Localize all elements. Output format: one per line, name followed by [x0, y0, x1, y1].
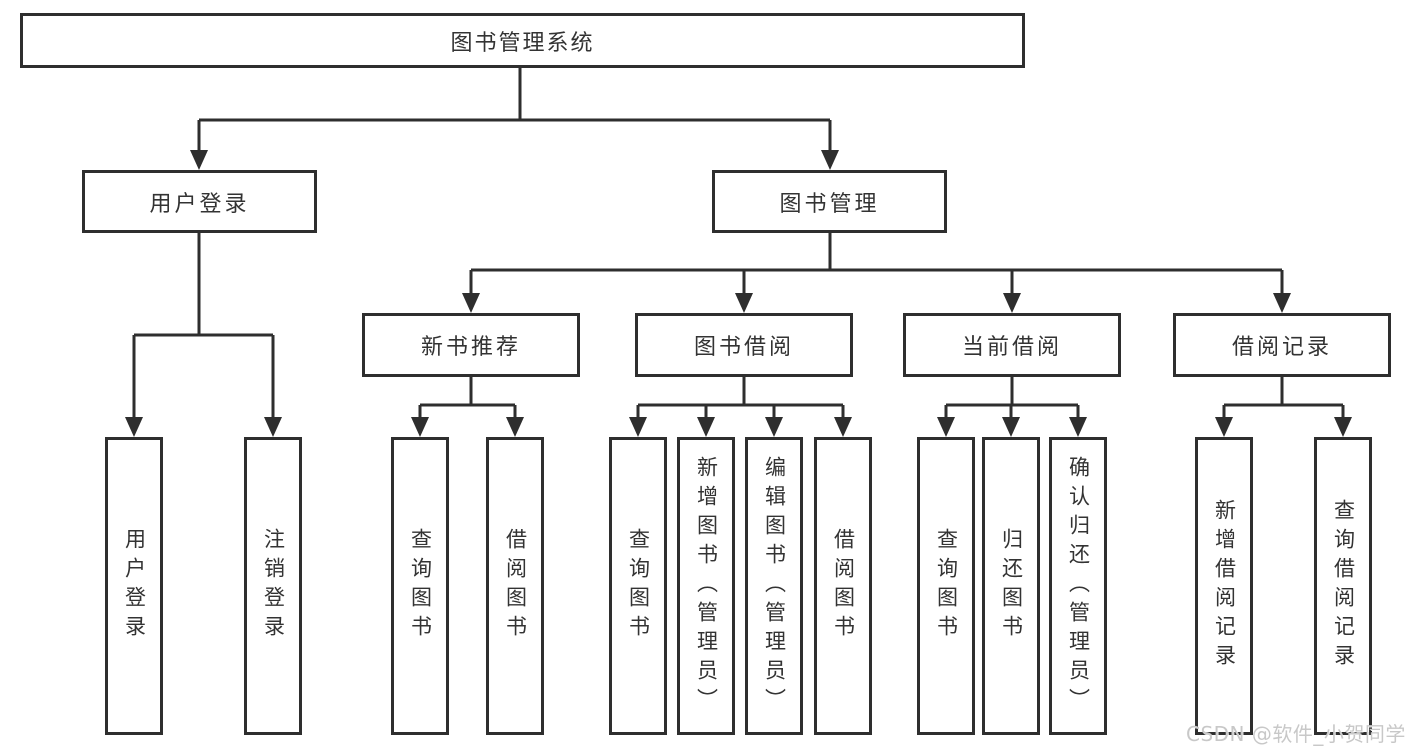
leaf-cb-confirm-return-admin: 确认归还（管理员） [1049, 437, 1107, 735]
arrowheads [125, 150, 1352, 437]
node-root-library-system: 图书管理系统 [20, 13, 1025, 68]
leaf-label: 借阅图书 [831, 528, 856, 644]
leaf-label: 用户登录 [122, 528, 147, 644]
leaf-bb-edit-books-admin: 编辑图书（管理员） [745, 437, 803, 735]
leaf-logout: 注销登录 [244, 437, 302, 735]
node-current-borrowing: 当前借阅 [903, 313, 1121, 377]
leaf-label: 查询图书 [408, 528, 433, 644]
node-label: 用户登录 [149, 191, 250, 217]
node-label: 图书管理 [779, 191, 880, 217]
leaf-user-login: 用户登录 [105, 437, 163, 735]
leaf-nb-query-books: 查询图书 [391, 437, 449, 735]
leaf-label: 查询借阅记录 [1331, 499, 1356, 673]
leaf-br-add-record: 新增借阅记录 [1195, 437, 1253, 735]
leaf-cb-return-books: 归还图书 [982, 437, 1040, 735]
leaf-label: 确认归还（管理员） [1066, 455, 1091, 717]
leaf-label: 注销登录 [261, 528, 286, 644]
node-label: 图书借阅 [693, 335, 794, 360]
leaf-label: 查询图书 [626, 528, 651, 644]
leaf-label: 新增图书（管理员） [694, 455, 719, 717]
node-label: 借阅记录 [1231, 335, 1332, 360]
leaf-br-query-record: 查询借阅记录 [1314, 437, 1372, 735]
node-user-login: 用户登录 [82, 170, 317, 233]
leaf-cb-query-books: 查询图书 [917, 437, 975, 735]
node-borrow-records: 借阅记录 [1173, 313, 1391, 377]
leaf-label: 借阅图书 [503, 528, 528, 644]
node-new-book-recommend: 新书推荐 [362, 313, 580, 377]
leaf-label: 查询图书 [934, 528, 959, 644]
leaf-label: 新增借阅记录 [1212, 499, 1237, 673]
leaf-bb-query-books: 查询图书 [609, 437, 667, 735]
leaf-label: 编辑图书（管理员） [762, 455, 787, 717]
leaf-bb-add-books-admin: 新增图书（管理员） [677, 437, 735, 735]
node-label: 图书管理系统 [450, 30, 595, 56]
leaf-bb-borrow-books: 借阅图书 [814, 437, 872, 735]
node-book-borrowing: 图书借阅 [635, 313, 853, 377]
node-label: 新书推荐 [420, 335, 521, 360]
leaf-label: 归还图书 [999, 528, 1024, 644]
watermark: CSDN @软件_小贺同学 [1186, 722, 1405, 746]
node-label: 当前借阅 [961, 335, 1062, 360]
leaf-nb-borrow-books: 借阅图书 [486, 437, 544, 735]
node-book-management: 图书管理 [712, 170, 947, 233]
